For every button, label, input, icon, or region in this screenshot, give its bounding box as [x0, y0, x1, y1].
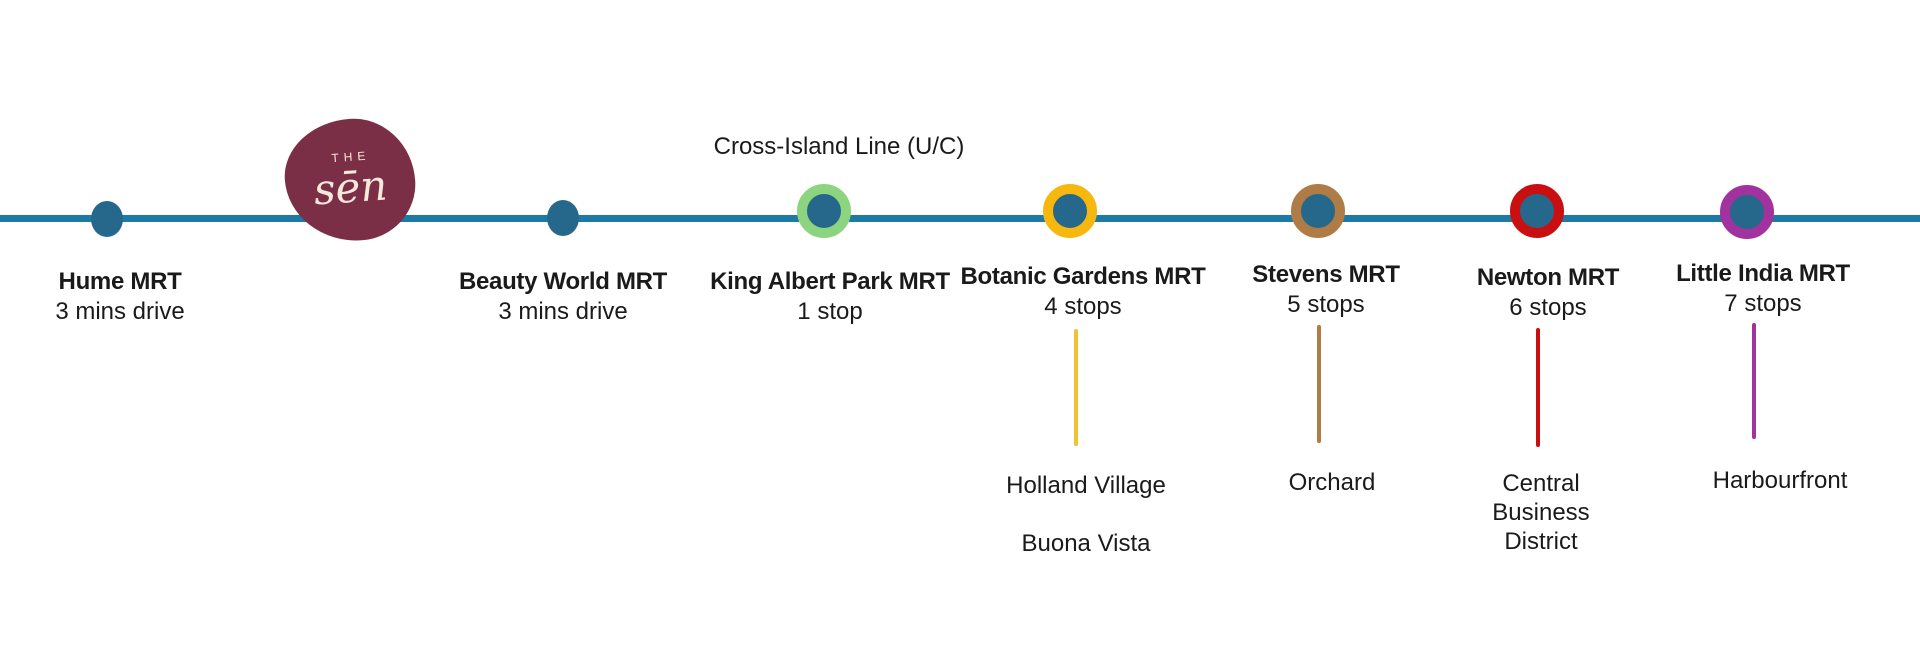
station-detail: 3 mins drive — [498, 298, 628, 325]
destination-label-central-business-district: Central Business District — [1492, 470, 1590, 555]
station-marker-little-india — [1720, 185, 1774, 239]
station-name: King Albert Park MRT — [710, 268, 950, 295]
the-sen-logo: THE sēn — [280, 114, 420, 246]
connector-line-little-india — [1752, 323, 1756, 439]
station-name: Hume MRT — [58, 268, 182, 295]
station-label-king-albert-park: King Albert Park MRT 1 stop — [680, 268, 980, 326]
station-marker-beauty-world — [547, 200, 579, 236]
station-detail: 4 stops — [1044, 293, 1122, 320]
station-marker-botanic-gardens — [1043, 184, 1097, 238]
station-name: Beauty World MRT — [458, 268, 668, 295]
connector-line-newton — [1536, 328, 1540, 447]
station-label-newton: Newton MRT 6 stops — [1398, 264, 1698, 322]
station-name: Newton MRT — [1476, 264, 1620, 291]
destination-label-harbourfront: Harbourfront — [1712, 467, 1848, 494]
station-marker-stevens — [1291, 184, 1345, 238]
destination-label-holland-village: Holland Village — [1006, 472, 1166, 499]
station-label-little-india: Little India MRT 7 stops — [1613, 260, 1913, 318]
station-detail: 6 stops — [1509, 294, 1587, 321]
station-label-stevens: Stevens MRT 5 stops — [1176, 261, 1476, 319]
station-label-botanic-gardens: Botanic Gardens MRT 4 stops — [933, 263, 1233, 321]
station-name: Botanic Gardens MRT — [960, 263, 1206, 290]
station-marker-king-albert-park — [797, 184, 851, 238]
station-label-hume: Hume MRT 3 mins drive — [0, 268, 270, 326]
cross-island-line-annotation: Cross-Island Line (U/C) — [713, 133, 965, 160]
station-detail: 1 stop — [797, 298, 863, 325]
connector-line-stevens — [1317, 325, 1321, 443]
logo-text-sen: sēn — [312, 160, 389, 215]
destination-label-buona-vista: Buona Vista — [1021, 530, 1151, 557]
connector-line-botanic-gardens — [1074, 329, 1078, 446]
station-label-beauty-world: Beauty World MRT 3 mins drive — [413, 268, 713, 326]
station-marker-newton — [1510, 184, 1564, 238]
destination-label-orchard: Orchard — [1288, 469, 1376, 496]
station-detail: 3 mins drive — [55, 298, 185, 325]
station-name: Stevens MRT — [1252, 261, 1400, 288]
station-marker-hume — [91, 201, 123, 237]
mrt-line — [0, 215, 1920, 222]
station-detail: 7 stops — [1724, 290, 1802, 317]
station-name: Little India MRT — [1676, 260, 1850, 287]
station-detail: 5 stops — [1287, 291, 1365, 318]
